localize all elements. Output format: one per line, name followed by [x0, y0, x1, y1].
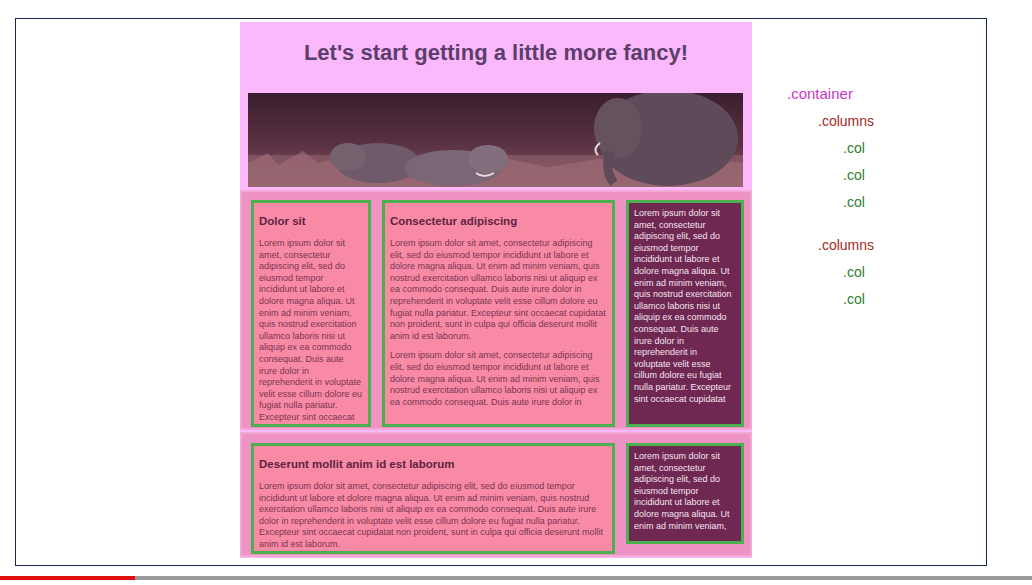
class-label: .col: [843, 167, 865, 183]
column-box: Dolor sitLorem ipsum dolor sit amet, con…: [251, 200, 371, 427]
column-box: Lorem ipsum dolor sit amet, consectetur …: [626, 443, 744, 544]
progress-bar: [0, 576, 135, 580]
body-text: Lorem ipsum dolor sit amet, consectetur …: [259, 238, 363, 424]
class-label: .col: [843, 291, 865, 307]
body-text: Lorem ipsum dolor sit amet, consectetur …: [634, 208, 736, 405]
column-heading: Dolor sit: [259, 214, 363, 228]
body-text: Lorem ipsum dolor sit amet, consectetur …: [634, 451, 736, 532]
class-label: .col: [843, 140, 865, 156]
class-label: .container: [787, 85, 853, 102]
columns-row: Dolor sitLorem ipsum dolor sit amet, con…: [240, 190, 752, 430]
body-text: Lorem ipsum dolor sit amet, consectetur …: [390, 238, 607, 342]
class-label: .columns: [818, 237, 874, 253]
column-box: Deserunt mollit anim id est laborumLorem…: [251, 443, 615, 554]
column-heading: Consectetur adipiscing: [390, 214, 607, 228]
columns-row: Deserunt mollit anim id est laborumLorem…: [240, 432, 752, 557]
frame-border: [16, 19, 987, 566]
progress-track: [0, 576, 1032, 580]
class-label: .col: [843, 264, 865, 280]
column-heading: Deserunt mollit anim id est laborum: [259, 457, 607, 471]
page-title: Let's start getting a little more fancy!: [240, 40, 752, 66]
body-text: Lorem ipsum dolor sit amet, consectetur …: [259, 481, 607, 551]
column-box: Lorem ipsum dolor sit amet, consectetur …: [626, 200, 744, 427]
class-label: .col: [843, 194, 865, 210]
elephant-photo: [248, 93, 743, 187]
body-text: Lorem ipsum dolor sit amet, consectetur …: [390, 350, 607, 408]
class-label: .columns: [818, 113, 874, 129]
container-box: Let's start getting a little more fancy!…: [240, 22, 752, 558]
column-box: Consectetur adipiscingLorem ipsum dolor …: [382, 200, 615, 427]
